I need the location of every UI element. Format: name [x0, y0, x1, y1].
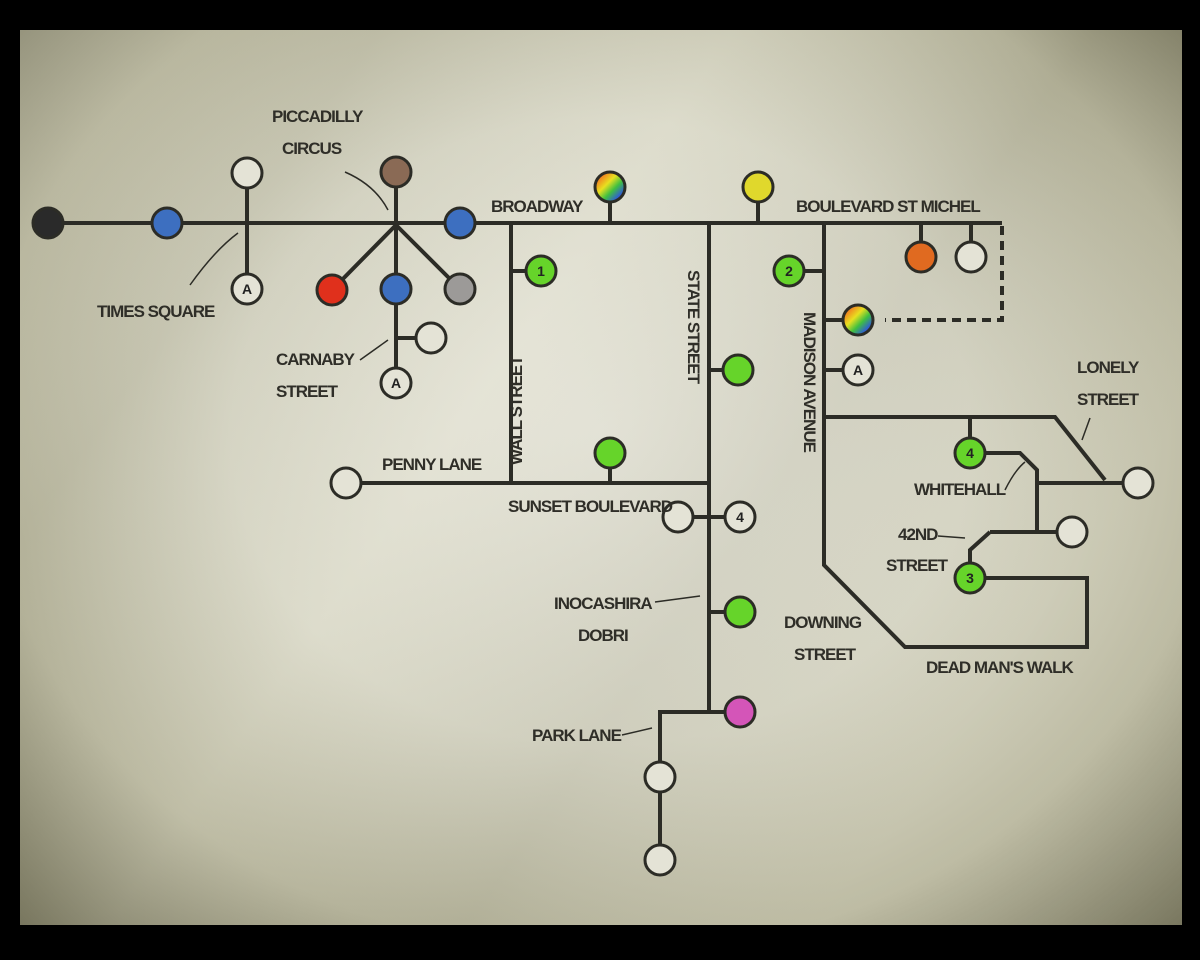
- node-glyph: 2: [785, 263, 793, 279]
- label-boulevard-st-michel: BOULEVARD ST MICHEL: [796, 197, 980, 216]
- label-42nd-street: STREET: [886, 556, 949, 575]
- pointer-arrows: [189, 171, 1091, 736]
- level-node-brown[interactable]: [379, 155, 413, 189]
- label-state-street: STATE STREET: [684, 270, 703, 385]
- label-inocashira: INOCASHIRA: [554, 594, 652, 613]
- level-node-blue[interactable]: [443, 206, 477, 240]
- level-nodes: A A 1 4 2 A 4 3: [31, 155, 1155, 877]
- level-node-empty[interactable]: [1121, 466, 1155, 500]
- level-node-red[interactable]: [315, 273, 349, 307]
- label-carnaby-street: STREET: [276, 382, 339, 401]
- level-node-rainbow[interactable]: [593, 170, 627, 204]
- label-madison-avenue: MADISON AVENUE: [800, 312, 819, 453]
- level-node-empty[interactable]: [1055, 515, 1089, 549]
- label-lonely-street: STREET: [1077, 390, 1140, 409]
- label-downing-street: STREET: [794, 645, 857, 664]
- level-node-empty[interactable]: [954, 240, 988, 274]
- level-node-yellow[interactable]: [741, 170, 775, 204]
- label-whitehall: WHITEHALL: [914, 480, 1006, 499]
- level-node-green[interactable]: [721, 353, 755, 387]
- node-glyph: A: [853, 362, 863, 378]
- label-times-square: TIMES SQUARE: [97, 302, 215, 321]
- node-glyph: 4: [736, 509, 744, 525]
- level-node-empty[interactable]: [329, 466, 363, 500]
- node-glyph: 3: [966, 570, 974, 586]
- level-node-black[interactable]: [31, 206, 65, 240]
- label-penny-lane: PENNY LANE: [382, 455, 482, 474]
- level-node-pink[interactable]: [723, 695, 757, 729]
- label-lonely: LONELY: [1077, 358, 1140, 377]
- level-node-a[interactable]: [230, 272, 264, 306]
- level-node-green[interactable]: [593, 436, 627, 470]
- level-node-empty[interactable]: [661, 500, 695, 534]
- level-node-green-3[interactable]: [953, 561, 987, 595]
- level-node-orange[interactable]: [904, 240, 938, 274]
- label-42nd: 42ND: [898, 525, 938, 544]
- level-node-green[interactable]: [723, 595, 757, 629]
- label-downing: DOWNING: [784, 613, 862, 632]
- level-node-empty[interactable]: [414, 321, 448, 355]
- street-labels: PICCADILLY CIRCUS TIMES SQUARE CARNABY S…: [97, 107, 1141, 745]
- level-node-green-4[interactable]: [953, 436, 987, 470]
- label-dobri: DOBRI: [578, 626, 628, 645]
- level-node-empty[interactable]: [230, 156, 264, 190]
- node-glyph: 1: [537, 263, 545, 279]
- level-node-empty[interactable]: [643, 843, 677, 877]
- level-node-blue[interactable]: [379, 272, 413, 306]
- label-sunset-boulevard: SUNSET BOULEVARD: [508, 497, 673, 516]
- node-glyph: 4: [966, 445, 974, 461]
- label-dead-mans-walk: DEAD MAN'S WALK: [926, 658, 1074, 677]
- level-node-4[interactable]: [723, 500, 757, 534]
- level-node-rainbow[interactable]: [841, 303, 875, 337]
- node-glyph: A: [391, 375, 401, 391]
- label-wall-street: WALL STREET: [507, 355, 526, 465]
- level-node-a[interactable]: [841, 353, 875, 387]
- label-circus: CIRCUS: [282, 139, 342, 158]
- level-node-green-2[interactable]: [772, 254, 806, 288]
- node-glyph: A: [242, 281, 252, 297]
- level-node-blue[interactable]: [150, 206, 184, 240]
- label-broadway: BROADWAY: [491, 197, 584, 216]
- label-piccadilly: PICCADILLY: [272, 107, 364, 126]
- level-node-empty[interactable]: [643, 760, 677, 794]
- label-carnaby: CARNABY: [276, 350, 356, 369]
- label-park-lane: PARK LANE: [532, 726, 622, 745]
- level-node-a[interactable]: [379, 366, 413, 400]
- level-node-gray[interactable]: [443, 272, 477, 306]
- level-node-green-1[interactable]: [524, 254, 558, 288]
- track-lines: [48, 172, 1138, 860]
